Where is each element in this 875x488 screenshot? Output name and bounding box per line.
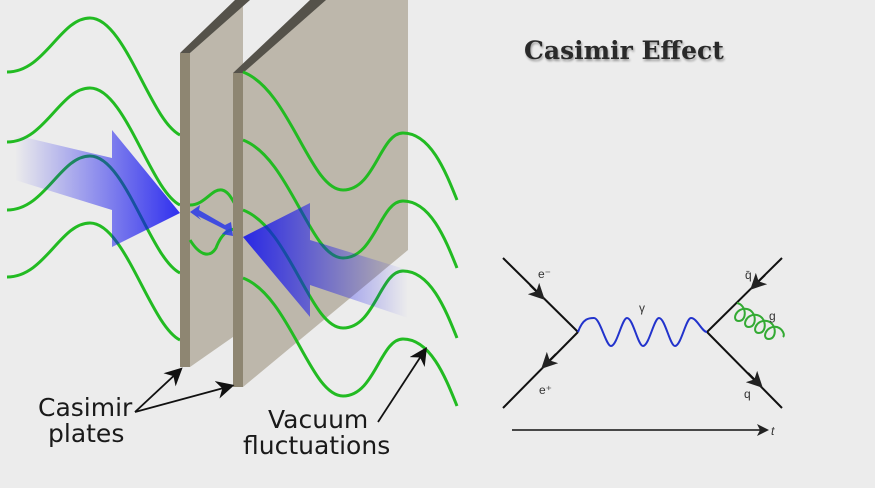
wave <box>242 276 459 407</box>
time-label: t <box>771 424 775 438</box>
casimir-plate-1 <box>180 0 250 367</box>
positron-line <box>502 331 579 409</box>
electron-arrow <box>527 282 545 300</box>
pressure-arrow-right <box>243 203 408 318</box>
gluon-label: g <box>769 309 776 323</box>
vacuum-label-line1: Vacuum <box>268 405 368 434</box>
quark-line <box>706 331 783 409</box>
electron-label: e⁻ <box>538 267 551 281</box>
plates-label-line1: Casimir <box>38 393 133 422</box>
wave <box>6 16 181 137</box>
quark-arrow <box>745 370 763 388</box>
positron-arrow <box>541 351 559 369</box>
feynman-diagram: e⁻ e⁺ γ q̄ g q t <box>502 257 785 438</box>
wave <box>242 138 459 269</box>
wave <box>6 221 181 342</box>
positron-label: e⁺ <box>539 383 552 397</box>
small-arrows <box>190 205 233 236</box>
wave <box>242 70 459 201</box>
pressure-arrow-left <box>15 130 180 247</box>
plates-label-line2: plates <box>48 419 124 448</box>
quark-label: q <box>744 387 751 401</box>
gluon-loops <box>734 302 785 341</box>
casimir-plate-2 <box>233 0 408 387</box>
antiquark-arrow <box>750 272 768 290</box>
antiquark-label: q̄ <box>745 268 752 282</box>
vacuum-label-line2: fluctuations <box>243 431 390 460</box>
wave <box>6 86 181 207</box>
vacuum-waves-right <box>242 70 459 407</box>
photon-label: γ <box>639 301 645 315</box>
photon-wave <box>577 316 708 348</box>
label-pointers <box>134 346 427 423</box>
page-title: Casimir Effect <box>524 36 724 65</box>
antiquark-line <box>706 257 783 333</box>
